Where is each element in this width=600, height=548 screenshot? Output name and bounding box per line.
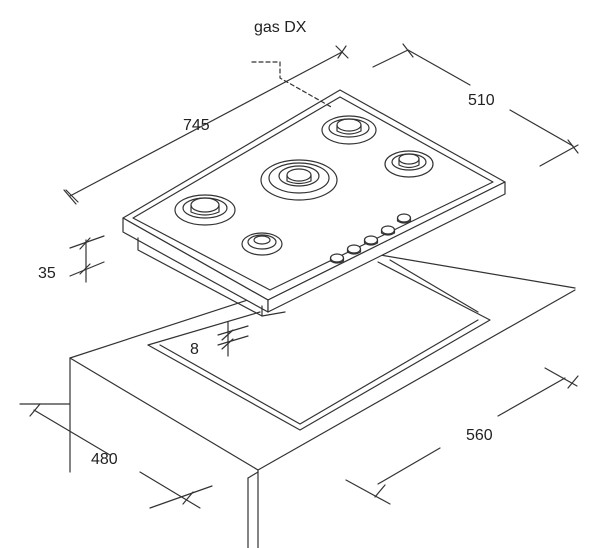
knob-1 [329, 253, 345, 264]
dim-510 [372, 43, 579, 167]
cutout [147, 259, 491, 431]
dim-480 [19, 403, 213, 509]
dimension-height-label: 35 [38, 265, 56, 282]
dim-560 [345, 367, 579, 505]
burner-large-left [174, 194, 236, 226]
dimension-overhang-label: 8 [190, 341, 199, 358]
burner-rear [321, 115, 377, 145]
knob-4 [380, 225, 396, 236]
gas-connection-lead [251, 61, 334, 109]
dimension-cutout-depth-label: 480 [91, 451, 118, 468]
control-knobs [329, 213, 412, 264]
dim-8 [217, 321, 249, 357]
hob-right-edge [267, 181, 506, 313]
gas-connection-label: gas DX [254, 19, 307, 36]
dimension-cutout-width-label: 560 [466, 427, 493, 444]
knob-3 [363, 235, 379, 246]
hob-glass-inner [132, 96, 494, 291]
dim-35 [69, 235, 105, 283]
burner-wok-center [260, 159, 338, 201]
burner-right [384, 150, 434, 178]
knob-2 [346, 244, 362, 255]
dim-745 [63, 45, 349, 205]
knob-5 [396, 213, 412, 224]
dimension-depth-label: 510 [468, 92, 495, 109]
countertop [69, 254, 576, 548]
burner-small-front [241, 232, 283, 256]
dimension-width-label: 745 [183, 117, 210, 134]
